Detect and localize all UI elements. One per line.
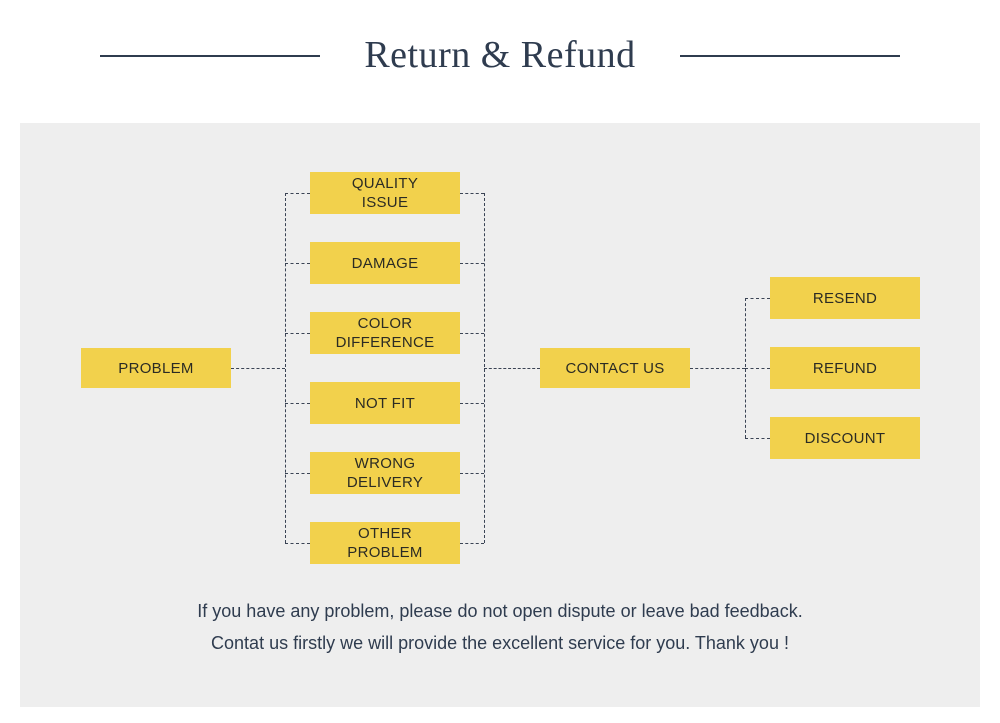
connector-not-fit-to-right-bracket — [460, 403, 484, 404]
node-problem[interactable]: PROBLEM — [81, 348, 231, 388]
connector-bracket-to-color-difference — [285, 333, 310, 334]
connector-wrong-delivery-to-right-bracket — [460, 473, 484, 474]
connector-bracket-to-resend — [745, 298, 770, 299]
page-header: Return & Refund — [0, 0, 1000, 115]
node-refund[interactable]: REFUND — [770, 347, 920, 389]
footer-note: If you have any problem, please do not o… — [20, 595, 980, 659]
node-not-fit[interactable]: NOT FIT — [310, 382, 460, 424]
connector-bracket-to-wrong-delivery — [285, 473, 310, 474]
connector-other-problem-to-right-bracket — [460, 543, 484, 544]
node-quality-issue[interactable]: QUALITY ISSUE — [310, 172, 460, 214]
node-color-difference[interactable]: COLOR DIFFERENCE — [310, 312, 460, 354]
node-damage[interactable]: DAMAGE — [310, 242, 460, 284]
connector-color-difference-to-right-bracket — [460, 333, 484, 334]
connector-bracket-to-not-fit — [285, 403, 310, 404]
connector-left-bracket-spine — [285, 193, 286, 543]
connector-problem-to-bracket — [231, 368, 285, 369]
node-contact-us[interactable]: CONTACT US — [540, 348, 690, 388]
connector-damage-to-right-bracket — [460, 263, 484, 264]
title-rule-left — [100, 55, 320, 57]
return-refund-flowchart: PROBLEM QUALITY ISSUE DAMAGE COLOR DIFFE… — [20, 123, 980, 707]
connector-bracket-to-discount — [745, 438, 770, 439]
node-wrong-delivery[interactable]: WRONG DELIVERY — [310, 452, 460, 494]
node-resend[interactable]: RESEND — [770, 277, 920, 319]
connector-bracket-to-damage — [285, 263, 310, 264]
connector-quality-issue-to-right-bracket — [460, 193, 484, 194]
connector-bracket-to-quality-issue — [285, 193, 310, 194]
connector-bracket-to-contact-us — [484, 368, 540, 369]
connector-contact-us-to-outcome-bracket — [690, 368, 745, 369]
connector-bracket-to-other-problem — [285, 543, 310, 544]
title-rule-right — [680, 55, 900, 57]
footer-note-line-2: Contat us firstly we will provide the ex… — [211, 633, 789, 653]
node-other-problem[interactable]: OTHER PROBLEM — [310, 522, 460, 564]
content-panel: PROBLEM QUALITY ISSUE DAMAGE COLOR DIFFE… — [20, 123, 980, 707]
connector-bracket-to-refund — [745, 368, 770, 369]
node-discount[interactable]: DISCOUNT — [770, 417, 920, 459]
footer-note-line-1: If you have any problem, please do not o… — [197, 601, 803, 621]
page-title: Return & Refund — [364, 34, 636, 76]
